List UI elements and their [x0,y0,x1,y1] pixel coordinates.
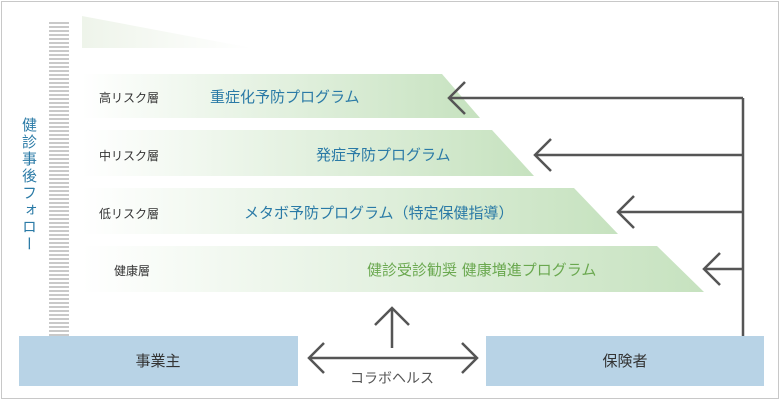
layer-band-mid [82,130,534,176]
program-high: 重症化予防プログラム [210,88,360,106]
layer-band-healthy [82,246,704,292]
layer-band-low [82,188,618,234]
arrowhead-healthy [702,252,721,286]
striped-vertical-bar [49,20,69,338]
left-arrowhead [307,342,325,374]
top-wedge [82,16,252,48]
layer-name-low: 低リスク層 [99,207,159,221]
collaboration-arrows [307,306,479,374]
collaboration-label: コラボヘルス [350,371,434,387]
insurer-box [486,336,764,386]
program-healthy: 健診受診勧奨 健康増進プログラム [367,261,596,279]
layer-band-high [82,74,480,118]
program-low: メタボ予防プログラム（特定保健指導） [244,204,514,222]
arrowhead-mid [533,138,552,172]
insurer-label: 保険者 [602,352,647,370]
employer-label: 事業主 [135,352,180,370]
vertical-label: 健診事後フォロー [20,117,38,253]
arrowhead-low [616,195,635,229]
program-mid: 発症予防プログラム [316,146,451,164]
layer-name-mid: 中リスク層 [99,148,159,163]
employer-box [19,336,298,386]
arrowhead-high [447,81,466,115]
layer-name-healthy: 健康層 [114,263,150,278]
right-arrowhead [461,342,479,374]
layer-name-high: 高リスク層 [99,90,159,105]
insurer-arrows [447,81,745,336]
up-arrowhead [374,306,410,326]
